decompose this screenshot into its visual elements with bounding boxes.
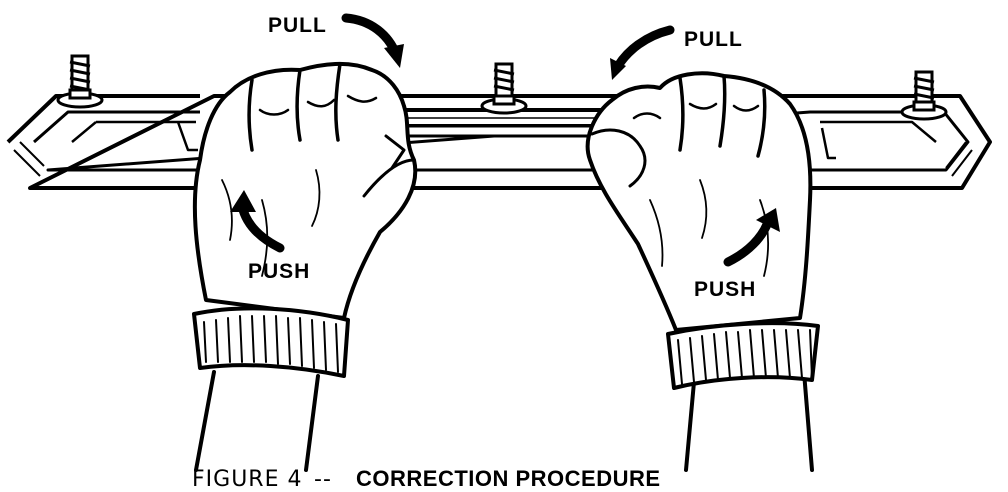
- pull-arrow-left: [341, 13, 404, 68]
- push-label-right: PUSH: [694, 278, 756, 301]
- caption-separator: --: [314, 467, 332, 492]
- caption-title: CORRECTION PROCEDURE: [356, 466, 661, 491]
- push-arrow-right: [723, 208, 780, 267]
- stud-bolt-right: [900, 70, 948, 121]
- right-hand: [585, 71, 820, 472]
- caption-figure-number: FIGURE 4: [192, 467, 302, 492]
- stud-bolt-left: [56, 54, 104, 109]
- left-hand: [192, 61, 418, 472]
- pull-label-right: PULL: [684, 28, 743, 51]
- push-arrow-left: [230, 190, 285, 253]
- stud-bolt-center: [480, 62, 528, 115]
- figure-caption: FIGURE 4 -- CORRECTION PROCEDURE: [192, 466, 661, 492]
- push-label-left: PUSH: [248, 260, 310, 283]
- pull-arrow-right: [610, 25, 675, 80]
- pull-label-left: PULL: [268, 14, 327, 37]
